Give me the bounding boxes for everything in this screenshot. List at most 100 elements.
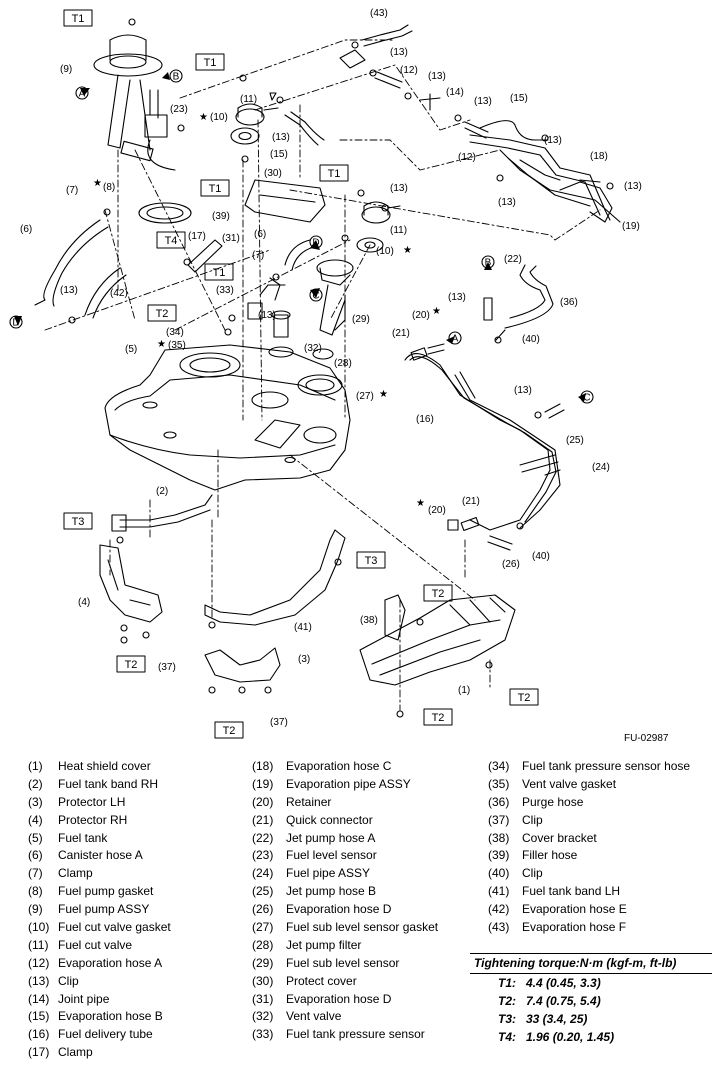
legend-item: (43)Evaporation hose F: [488, 919, 690, 937]
legend-item-number: (12): [28, 955, 50, 970]
marker-d-left: D: [12, 318, 19, 329]
callout-40: (40): [532, 551, 550, 562]
callout-29: (29): [352, 314, 370, 325]
legend-item-number: (21): [252, 812, 274, 827]
legend-item-name: Fuel delivery tube: [58, 1027, 153, 1042]
torque-label-t2: T2: [432, 588, 445, 600]
legend-item: (4)Protector RH: [28, 812, 171, 830]
legend-item-name: Fuel tank: [58, 830, 108, 845]
legend-item-number: (13): [28, 973, 50, 988]
callout-18: (18): [590, 151, 608, 162]
legend-item-number: (16): [28, 1027, 50, 1042]
callout-17: (17): [188, 231, 206, 242]
legend-item-number: (14): [28, 991, 50, 1006]
legend-item: (6)Canister hose A: [28, 847, 171, 865]
callout-6: (6): [20, 224, 32, 235]
legend-item: (25)Jet pump hose B: [252, 883, 438, 901]
fuel-sub-level-sensor: [316, 259, 354, 336]
callout-21: (21): [462, 496, 480, 507]
callout-13: (13): [258, 310, 276, 321]
callout-13: (13): [624, 181, 642, 192]
callout-23: (23): [170, 104, 188, 115]
marker-a-right: A: [452, 334, 459, 345]
legend-item-name: Protect cover: [286, 973, 357, 988]
fuel-pump-assy: [93, 34, 185, 171]
legend-item-name: Filler hose: [522, 848, 578, 863]
legend-item: (33)Fuel tank pressure sensor: [252, 1026, 438, 1044]
torque-row: T1:4.4 (0.45, 3.3): [470, 974, 712, 992]
legend-item-number: (41): [488, 884, 510, 899]
legend-item-name: Jet pump filter: [286, 937, 362, 952]
figure-code: FU-02987: [624, 733, 669, 744]
star-20: ★: [416, 498, 425, 509]
callout-19: (19): [622, 221, 640, 232]
legend-item: (39)Filler hose: [488, 847, 690, 865]
legend-item-number: (2): [28, 776, 43, 791]
tightening-torque-table: Tightening torque:N·m (kgf-m, ft-lb) T1:…: [470, 953, 712, 1046]
legend-item-name: Purge hose: [522, 794, 584, 809]
legend-item-name: Clip: [522, 866, 543, 881]
legend-item-number: (10): [28, 920, 50, 935]
legend-item: (31)Evaporation hose D: [252, 991, 438, 1009]
callout-4: (4): [78, 597, 90, 608]
legend-item-number: (9): [28, 902, 43, 917]
legend-item-name: Jet pump hose B: [286, 884, 377, 899]
legend-item-number: (33): [252, 1027, 274, 1042]
legend-item-number: (37): [488, 812, 510, 827]
torque-label-t2: T2: [156, 308, 169, 320]
callout-39: (39): [212, 211, 230, 222]
callout-2: (2): [156, 486, 168, 497]
legend-item: (20)Retainer: [252, 794, 438, 812]
legend-item-name: Clamp: [58, 866, 93, 881]
legend-item: (13)Clip: [28, 973, 171, 991]
star-8: ★: [93, 178, 102, 189]
torque-label-t3: T3: [72, 516, 85, 528]
callout-25: (25): [566, 435, 584, 446]
legend-item-name: Fuel cut valve: [58, 937, 133, 952]
torque-value: 1.96 (0.20, 1.45): [526, 1030, 615, 1044]
callout-40: (40): [522, 334, 540, 345]
legend-item-name: Evaporation pipe ASSY: [286, 776, 411, 791]
legend-item-name: Evaporation hose B: [58, 1009, 163, 1024]
legend-item: (21)Quick connector: [252, 812, 438, 830]
legend-item-number: (19): [252, 776, 274, 791]
legend-item-name: Evaporation hose E: [522, 902, 627, 917]
callout-13: (13): [514, 385, 532, 396]
evap-hose-e: [84, 267, 127, 319]
legend-item-name: Joint pipe: [58, 991, 110, 1006]
legend-item-number: (34): [488, 759, 510, 773]
marker-b-left: B: [173, 72, 180, 83]
callout-16: (16): [416, 414, 434, 425]
torque-label-t2: T2: [518, 692, 531, 704]
legend-item-name: Evaporation hose A: [58, 955, 163, 970]
star-10: ★: [403, 245, 412, 256]
legend-item-number: (3): [28, 794, 43, 809]
parts-legend-col1: (1)Heat shield cover(2)Fuel tank band RH…: [28, 758, 171, 1062]
evap-hoses-top-right: [276, 24, 621, 223]
callout-13: (13): [390, 183, 408, 194]
torque-label-t3: T3: [365, 555, 378, 567]
callout-7: (7): [66, 185, 78, 196]
legend-item-number: (20): [252, 794, 274, 809]
legend-item-name: Canister hose A: [58, 848, 143, 863]
torque-label-t1: T1: [204, 57, 217, 69]
legend-item-name: Vent valve gasket: [522, 776, 617, 791]
legend-item-number: (5): [28, 830, 43, 845]
torque-key: T2:: [498, 994, 516, 1008]
legend-item: (2)Fuel tank band RH: [28, 776, 171, 794]
legend-item: (9)Fuel pump ASSY: [28, 901, 171, 919]
legend-item: (27)Fuel sub level sensor gasket: [252, 919, 438, 937]
torque-row: T4:1.96 (0.20, 1.45): [470, 1028, 712, 1046]
legend-item-name: Fuel sub level sensor gasket: [286, 920, 439, 935]
legend-item: (11)Fuel cut valve: [28, 937, 171, 955]
legend-item-number: (36): [488, 794, 510, 809]
fuel-cut-valve-right: [356, 201, 401, 253]
legend-item-number: (4): [28, 812, 43, 827]
legend-item: (16) Fuel delivery tube: [28, 1026, 171, 1044]
callout-31: (31): [222, 233, 240, 244]
callout-27: (27): [356, 391, 374, 402]
legend-item-name: Evaporation hose C: [286, 759, 392, 773]
protector-rh: [99, 544, 163, 623]
callout-13: (13): [272, 132, 290, 143]
legend-item: (15)Evaporation hose B: [28, 1008, 171, 1026]
